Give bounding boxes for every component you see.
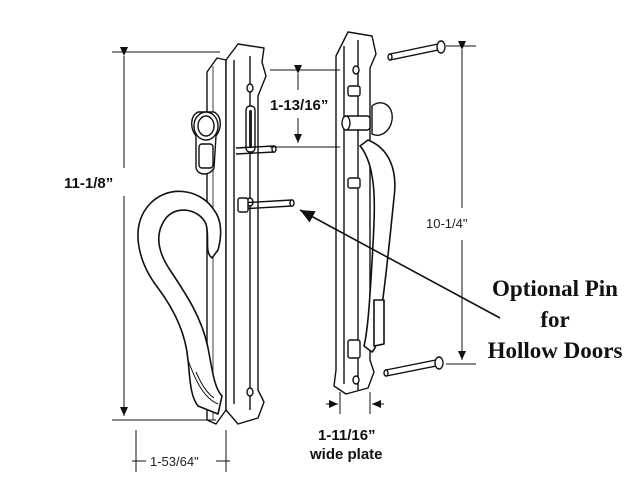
callout-line-1: Optional Pin	[492, 276, 618, 301]
overall-height-dimension-lines	[112, 47, 220, 421]
interior-handle	[359, 139, 396, 353]
thumbturn-knob	[191, 111, 221, 175]
callout-line-3: Hollow Doors	[488, 338, 623, 363]
interior-thumbturn	[341, 102, 393, 136]
plate-width-label: 1-11/16”	[318, 427, 376, 444]
spindle-rods	[235, 145, 295, 213]
exterior-handle-lever	[137, 190, 223, 415]
backset-label: 1-53/64"	[150, 454, 199, 469]
callout-arrow	[299, 209, 501, 319]
spindle-spacing-dimension-lines	[270, 65, 340, 148]
screw-spacing-label: 10-1/4"	[426, 216, 468, 231]
plate-width-dimension-lines	[326, 392, 384, 414]
backset-dimension-lines	[132, 430, 230, 472]
callout-line-2: for	[540, 307, 569, 332]
plate-width-note: wide plate	[309, 446, 383, 463]
mounting-screw-bottom	[383, 356, 444, 377]
mounting-screw-top	[387, 40, 446, 61]
overall-height-label: 11-1/8”	[64, 175, 113, 192]
screw-spacing-dimension-lines	[446, 41, 476, 365]
spindle-spacing-label: 1-13/16”	[270, 97, 328, 114]
